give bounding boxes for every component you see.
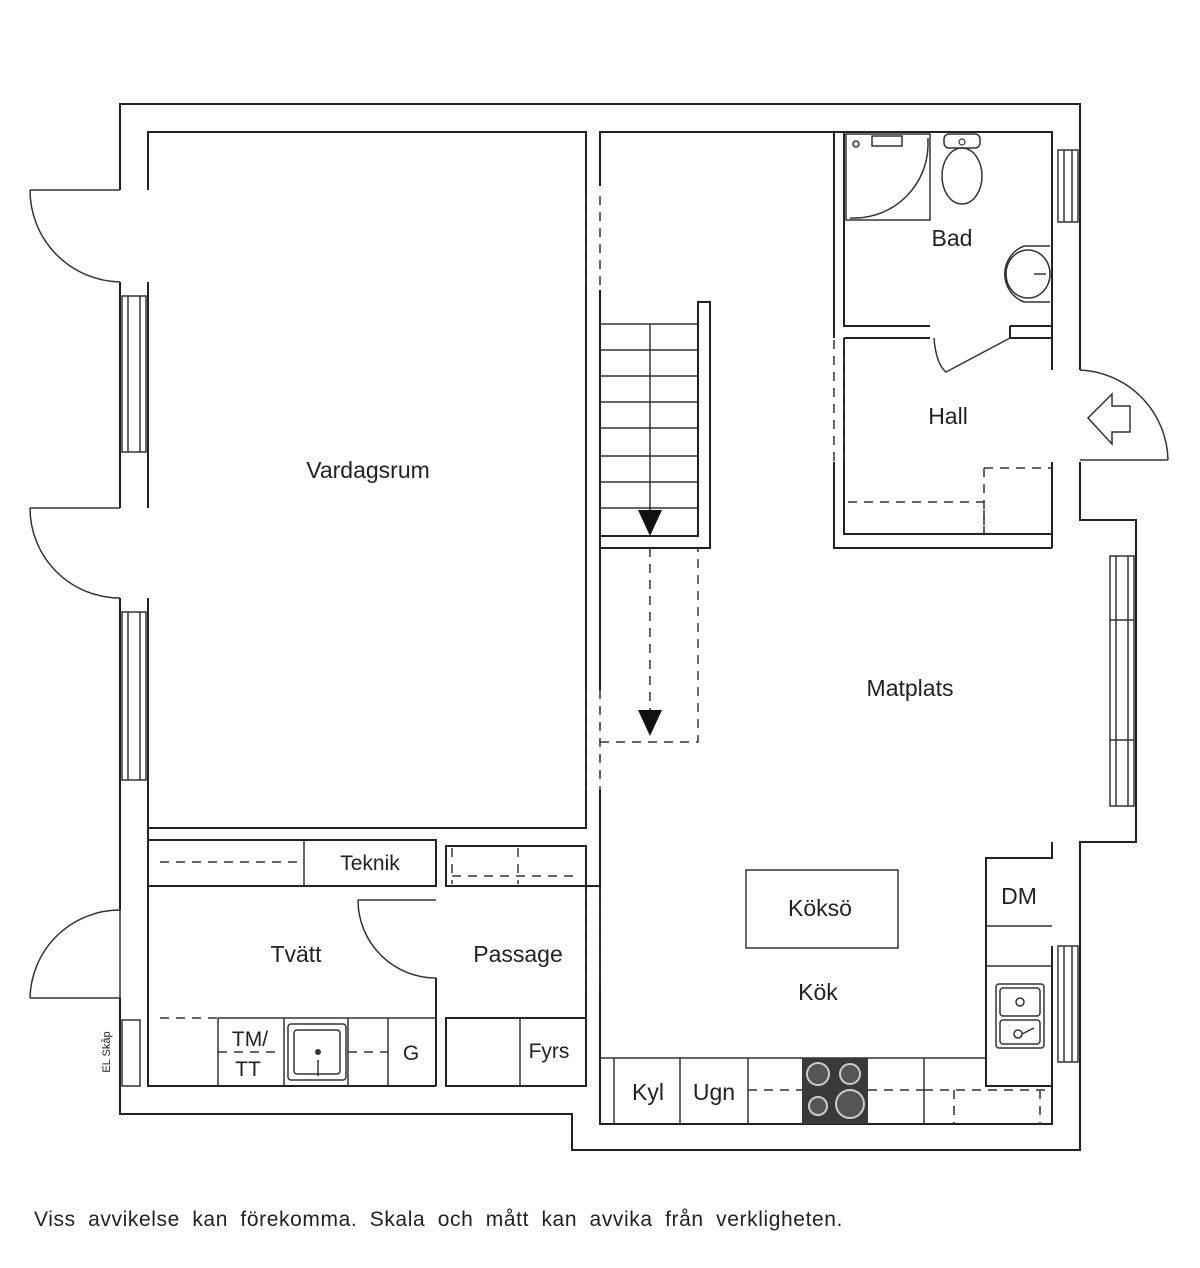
label-tt: TT: [235, 1058, 261, 1081]
room-label-vardagsrum: Vardagsrum: [306, 457, 430, 483]
stair-arrow-upper: [638, 510, 662, 536]
entry-door-middle[interactable]: [29, 507, 121, 599]
label-dm: DM: [1001, 883, 1037, 909]
shower: [845, 133, 931, 221]
room-label-passage: Passage: [473, 941, 563, 967]
label-fyrs: Fyrs: [529, 1040, 570, 1063]
passage-door[interactable]: [357, 899, 437, 979]
staircase: [600, 323, 698, 736]
stove: [802, 1058, 868, 1124]
room-label-tvatt: Tvätt: [270, 941, 322, 967]
toilet: [941, 133, 983, 205]
label-el-skap: EL Skåp: [101, 1031, 113, 1072]
laundry-counter: [217, 840, 521, 1086]
disclaimer-text: Viss avvikelse kan förekomma. Skala och …: [34, 1208, 843, 1231]
stair-arrow-lower: [638, 710, 662, 736]
outer-walls: [119, 103, 1137, 1151]
label-g: G: [403, 1042, 419, 1065]
label-teknik: Teknik: [340, 852, 400, 875]
kitchen-counter: [600, 925, 1052, 1124]
label-tm: TM/: [232, 1028, 268, 1051]
label-kyl: Kyl: [632, 1079, 664, 1105]
entry-door-top[interactable]: [29, 189, 121, 283]
main-entry-door[interactable]: [1079, 369, 1169, 461]
room-label-matplats: Matplats: [867, 675, 954, 701]
label-ugn: Ugn: [693, 1079, 735, 1105]
kitchen-island: [745, 869, 899, 949]
room-label-kok: Kök: [798, 979, 838, 1005]
bath-sink: [1004, 245, 1051, 303]
laundry-sink: [287, 1023, 347, 1081]
room-label-bad: Bad: [932, 225, 973, 251]
kitchen-sink: [995, 983, 1045, 1049]
entrance-arrow-icon: [1086, 392, 1131, 446]
bath-door[interactable]: [933, 337, 1011, 373]
label-kokso: Köksö: [788, 895, 852, 921]
room-label-hall: Hall: [928, 403, 968, 429]
dashed-lines: [160, 196, 1052, 1124]
windows: [121, 149, 1135, 1063]
el-cabinet: [121, 1019, 141, 1087]
entry-door-bottom[interactable]: [29, 909, 121, 999]
